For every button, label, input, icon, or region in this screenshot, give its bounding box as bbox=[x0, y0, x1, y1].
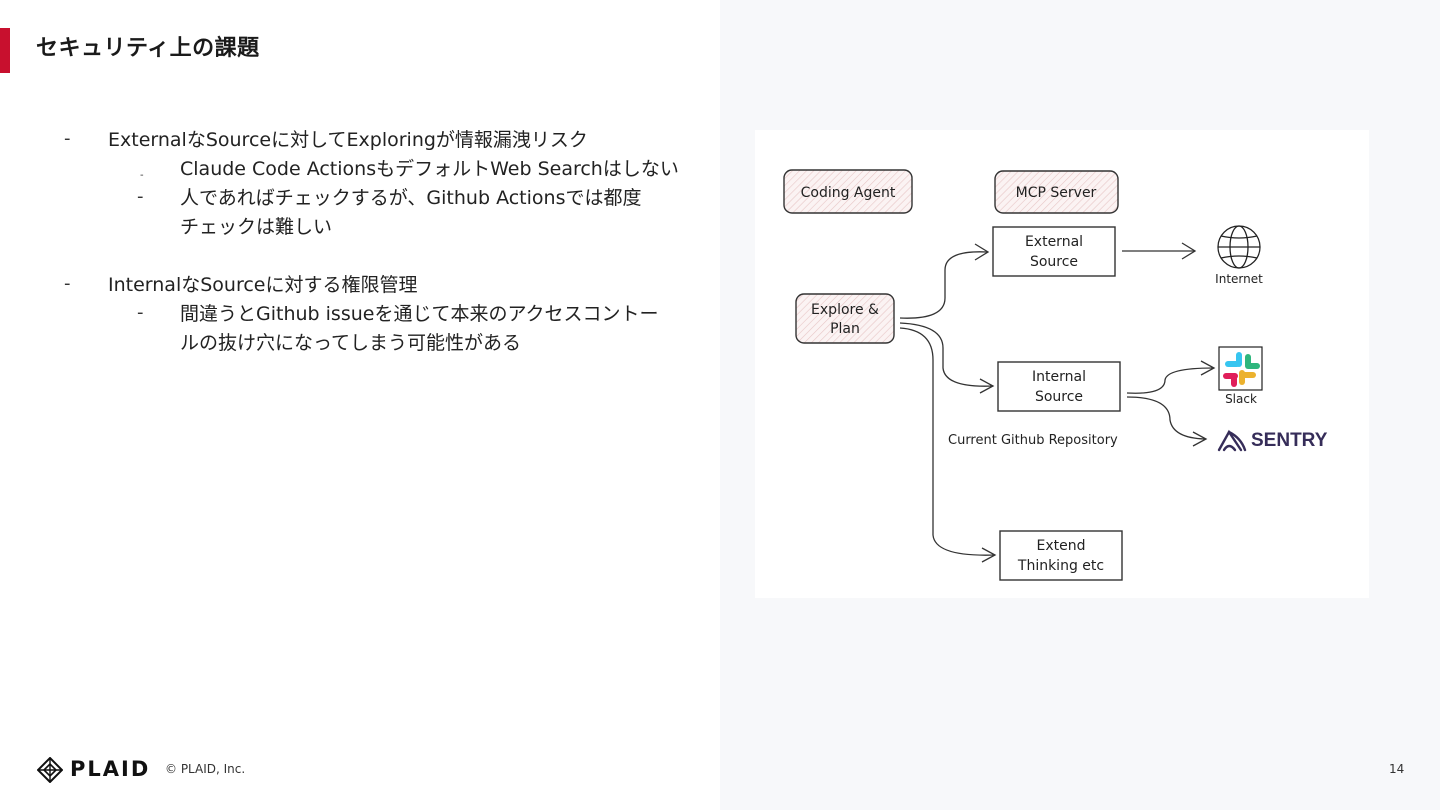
sentry-icon bbox=[1217, 429, 1247, 452]
footer-brand: PLAID bbox=[70, 757, 151, 781]
internal-source-label-1: Internal bbox=[1032, 369, 1086, 385]
plaid-logo-icon bbox=[37, 757, 63, 783]
slack-icon bbox=[1218, 346, 1263, 391]
bullet-external-source: ExternalなSourceに対してExploringが情報漏洩リスク bbox=[108, 129, 588, 151]
mcp-server-box: MCP Server bbox=[994, 170, 1119, 214]
external-source-label-2: Source bbox=[1030, 254, 1078, 270]
extend-thinking-label-1: Extend bbox=[1037, 538, 1086, 554]
internal-source-box: Internal Source bbox=[997, 361, 1121, 412]
external-source-box: External Source bbox=[992, 226, 1116, 277]
architecture-diagram: Coding Agent MCP Server Explore & Plan E… bbox=[755, 130, 1369, 598]
bullet-dash: - bbox=[64, 273, 71, 294]
coding-agent-label: Coding Agent bbox=[801, 185, 896, 201]
arrow-to-sentry bbox=[1126, 396, 1206, 440]
bullet-dash: - bbox=[137, 302, 144, 323]
diagram-connectors bbox=[899, 242, 1216, 563]
repo-label: Current Github Repository bbox=[948, 433, 1118, 448]
sub-bullet-github-actions: 人であればチェックするが、Github Actionsでは都度 bbox=[180, 187, 642, 209]
explore-plan-label-2: Plan bbox=[830, 321, 860, 337]
sentry-label: SENTRY bbox=[1251, 430, 1328, 451]
page-number: 14 bbox=[1389, 762, 1405, 776]
explore-plan-label-1: Explore & bbox=[811, 302, 879, 318]
arrow-to-external bbox=[899, 251, 988, 319]
coding-agent-box: Coding Agent bbox=[783, 169, 913, 214]
bullet-dash: - bbox=[137, 186, 144, 207]
extend-thinking-label-2: Thinking etc bbox=[1017, 558, 1104, 574]
sub-bullet-web-search: Claude Code ActionsもデフォルトWeb Searchはしない bbox=[180, 158, 679, 180]
sub-bullet-access-control: 間違うとGithub issueを通じて本来のアクセスコントー bbox=[180, 303, 659, 325]
title-accent-bar bbox=[0, 28, 10, 73]
bullet-internal-source: InternalなSourceに対する権限管理 bbox=[108, 274, 418, 296]
external-source-label-1: External bbox=[1025, 234, 1083, 250]
mcp-server-label: MCP Server bbox=[1016, 185, 1097, 201]
slide-title: セキュリティ上の課題 bbox=[36, 36, 260, 61]
arrow-to-extend bbox=[899, 327, 996, 556]
explore-plan-box: Explore & Plan bbox=[795, 293, 895, 344]
slack-label: Slack bbox=[1225, 392, 1257, 406]
internal-source-label-2: Source bbox=[1035, 389, 1083, 405]
bullet-dash: - bbox=[140, 170, 144, 181]
internet-label: Internet bbox=[1215, 272, 1263, 286]
arrow-to-internal bbox=[899, 322, 994, 387]
arrow-to-slack bbox=[1126, 367, 1214, 394]
globe-icon bbox=[1217, 225, 1261, 269]
extend-thinking-box: Extend Thinking etc bbox=[999, 530, 1123, 581]
sub-bullet-access-control-cont: ルの抜け穴になってしまう可能性がある bbox=[180, 332, 522, 354]
footer-copyright: © PLAID, Inc. bbox=[165, 762, 246, 776]
bullet-dash: - bbox=[64, 128, 71, 149]
diagram-svg: Coding Agent MCP Server Explore & Plan E… bbox=[783, 169, 1328, 581]
sub-bullet-github-actions-cont: チェックは難しい bbox=[180, 216, 333, 238]
